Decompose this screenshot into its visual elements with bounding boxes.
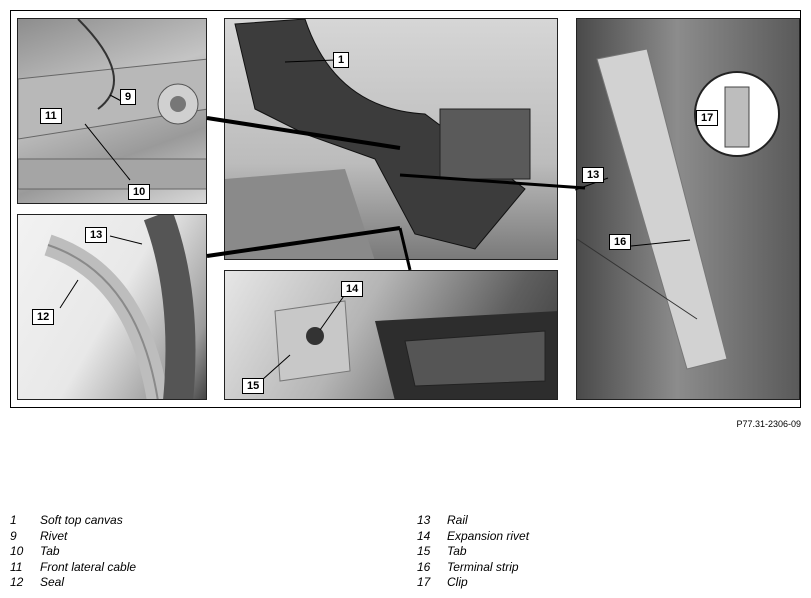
photo-rivet-detail — [17, 18, 207, 204]
legend-text: Rail — [447, 513, 468, 527]
expansion-rivet-shapes — [274, 300, 557, 399]
legend-right: 13 Rail 14 Expansion rivet 15 Tab 16 Termina… — [417, 513, 529, 591]
legend-number: 17 — [417, 575, 431, 589]
callout-13-seal-panel: 13 — [85, 227, 108, 243]
legend-number: 13 — [417, 513, 431, 527]
legend-text: Tab — [40, 544, 60, 558]
callout-17: 17 — [696, 110, 719, 126]
legend-text: Terminal strip — [447, 559, 519, 574]
legend-number: 16 — [417, 559, 431, 574]
legend-item: 10 Tab — [10, 544, 136, 560]
legend-left: 1 Soft top canvas 9 Rivet 10 Tab 11 Front la… — [10, 513, 136, 591]
callout-12: 12 — [32, 309, 55, 325]
legend-text: Rivet — [40, 528, 68, 543]
callout-1: 1 — [333, 52, 350, 68]
photo-seal-detail — [17, 214, 207, 400]
callout-14: 14 — [341, 281, 364, 297]
photo-main-overview — [224, 18, 558, 260]
legend-item: 16 Terminal strip — [417, 560, 529, 576]
callout-15: 15 — [242, 378, 265, 394]
seal-detail-shapes — [44, 215, 196, 399]
legend-text: Tab — [447, 544, 467, 558]
callout-16: 16 — [609, 234, 632, 250]
legend-item: 17 Clip — [417, 575, 529, 591]
callout-13-rail-panel: 13 — [582, 167, 605, 183]
legend-number: 12 — [10, 575, 24, 589]
photo-rail-detail — [576, 18, 800, 400]
legend-item: 12 Seal — [10, 575, 136, 591]
legend-item: 1 Soft top canvas — [10, 513, 136, 529]
legend-item: 13 Rail — [417, 513, 529, 529]
legend-number: 1 — [10, 513, 17, 527]
callout-10: 10 — [128, 184, 151, 200]
figure-reference: P77.31-2306-09 — [736, 419, 801, 429]
rail-detail-shapes — [577, 48, 780, 370]
rivet-detail-shapes — [18, 19, 206, 190]
legend-item: 11 Front lateral cable — [10, 560, 136, 576]
legend-text: Seal — [40, 575, 65, 589]
legend-text: Soft top canvas — [40, 513, 123, 527]
legend-text: Clip — [447, 575, 468, 589]
callout-9: 9 — [120, 89, 137, 105]
legend-number: 15 — [417, 544, 431, 558]
legend-number: 10 — [10, 544, 24, 558]
legend-number: 11 — [10, 559, 23, 574]
photo-expansion-rivet — [224, 270, 558, 400]
callout-11: 11 — [40, 108, 62, 124]
legend-number: 9 — [10, 528, 17, 543]
legend-item: 15 Tab — [417, 544, 529, 560]
legend-item: 9 Rivet — [10, 529, 136, 545]
legend-item: 14 Expansion rivet — [417, 529, 529, 545]
legend-text: Expansion rivet — [447, 528, 530, 543]
legend-text: Front lateral cable — [40, 559, 137, 574]
legend-number: 14 — [417, 528, 431, 543]
